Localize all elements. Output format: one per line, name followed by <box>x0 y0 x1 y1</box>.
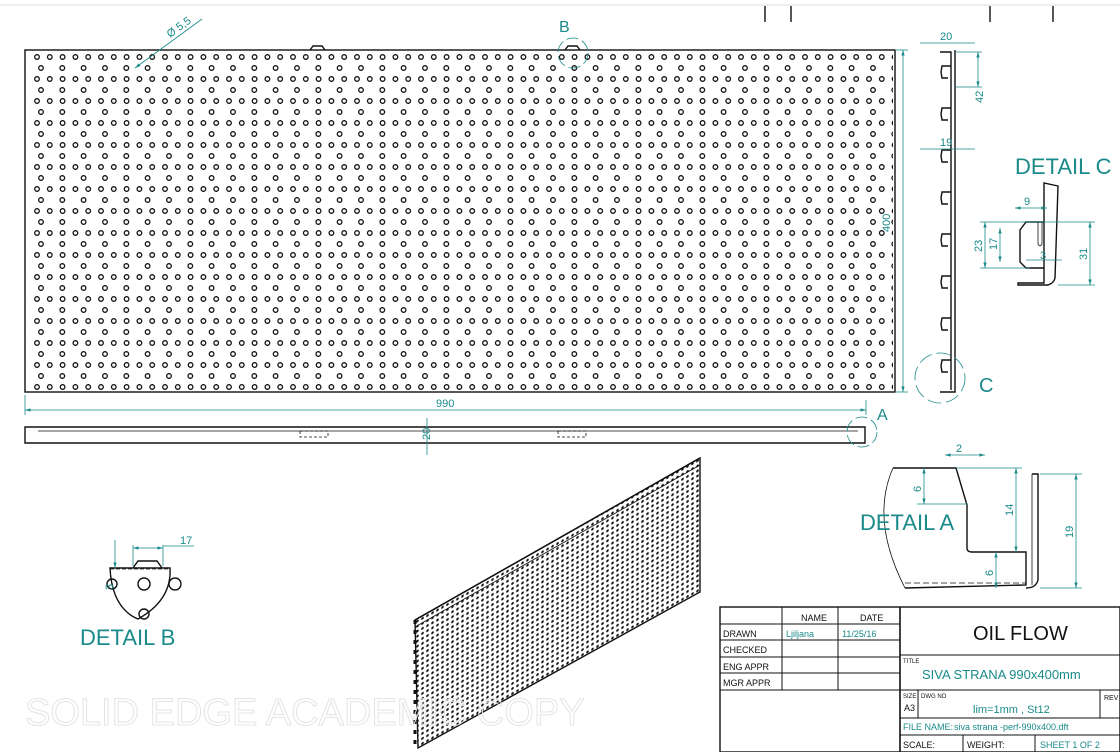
size-value: A3 <box>904 703 915 713</box>
row-name: Ljiljana <box>786 629 814 639</box>
detail-c-label: C <box>979 375 993 397</box>
detail-b-dim-3: 3 <box>104 584 116 590</box>
detail-a-dim-19: 19 <box>1064 526 1076 538</box>
height-dim: 400 <box>881 49 908 393</box>
isometric-view <box>413 456 701 750</box>
company-name: OIL FLOW <box>973 623 1068 645</box>
detail-b-title: DETAIL B <box>80 625 175 650</box>
scale-label: SCALE: <box>903 740 935 750</box>
file-name-value: siva strana -perf-990x400.dft <box>954 722 1069 732</box>
bottom-view: 20 <box>24 418 866 455</box>
detail-a: 2 6 14 6 19 DETAIL A <box>860 443 1082 589</box>
hole-diameter-label: Ø 5,5 <box>165 15 194 41</box>
row-role: ENG APPR <box>723 662 770 672</box>
row-date: 11/25/16 <box>842 629 876 639</box>
dwg-no-label: DWG NO <box>921 694 947 700</box>
height-dim-text: 400 <box>881 214 893 232</box>
detail-a-dim-2: 2 <box>956 443 962 455</box>
side-top-dim-text: 20 <box>940 31 952 43</box>
detail-c-dim-3: 3 <box>1040 250 1046 262</box>
watermark: SOLID EDGE ACADEMIC COPY <box>25 692 585 734</box>
detail-c-dim-31: 31 <box>1078 248 1090 260</box>
detail-c-callout <box>914 352 966 404</box>
detail-c-dim-9: 9 <box>1024 196 1030 208</box>
row-role: DRAWN <box>723 629 757 639</box>
side-depth-dim-text: 19 <box>940 137 952 149</box>
detail-c-title: DETAIL C <box>1015 154 1112 179</box>
row-role: CHECKED <box>723 645 768 655</box>
row-role: MGR APPR <box>723 678 771 688</box>
header-name: NAME <box>801 613 827 623</box>
zone-ticks <box>764 6 1054 22</box>
detail-a-dim-6-bottom: 6 <box>984 570 996 576</box>
front-view <box>24 45 896 393</box>
detail-a-dim-14: 14 <box>1004 504 1016 516</box>
dwg-no-value: lim=1mm , St12 <box>973 704 1050 716</box>
file-name-label: FILE NAME: <box>903 722 953 732</box>
size-label: SIZE <box>903 694 916 700</box>
detail-a-callout <box>846 416 878 448</box>
title-label: TITLE <box>903 659 919 665</box>
side-pitch-dim-text: 42 <box>974 91 986 103</box>
width-dim: 990 <box>24 395 867 415</box>
detail-c: DETAIL C 9 23 17 3 31 <box>973 154 1112 286</box>
header-date: DATE <box>860 613 883 623</box>
sheet-number: SHEET 1 OF 2 <box>1040 740 1100 750</box>
detail-a-dim-6-top: 6 <box>912 486 924 492</box>
title-block: NAME DATE DRAWN Ljiljana 11/25/16 CHECKE… <box>719 606 1120 752</box>
side-view: 20 42 19 <box>920 31 986 393</box>
detail-a-label: A <box>877 407 888 424</box>
detail-b-callout <box>557 37 589 69</box>
detail-b-label: B <box>559 19 570 36</box>
width-dim-text: 990 <box>436 398 454 410</box>
drawing-title: SIVA STRANA 990x400mm <box>922 667 1081 682</box>
flange-dim-text: 20 <box>421 428 433 440</box>
detail-a-title: DETAIL A <box>860 510 954 535</box>
detail-b-dim-17: 17 <box>180 535 192 547</box>
detail-c-dim-23: 23 <box>973 240 985 252</box>
weight-label: WEIGHT: <box>967 740 1005 750</box>
detail-b: 17 3 DETAIL B <box>80 535 194 650</box>
rev-label: REV <box>1104 695 1119 702</box>
detail-c-dim-17: 17 <box>988 238 1000 250</box>
